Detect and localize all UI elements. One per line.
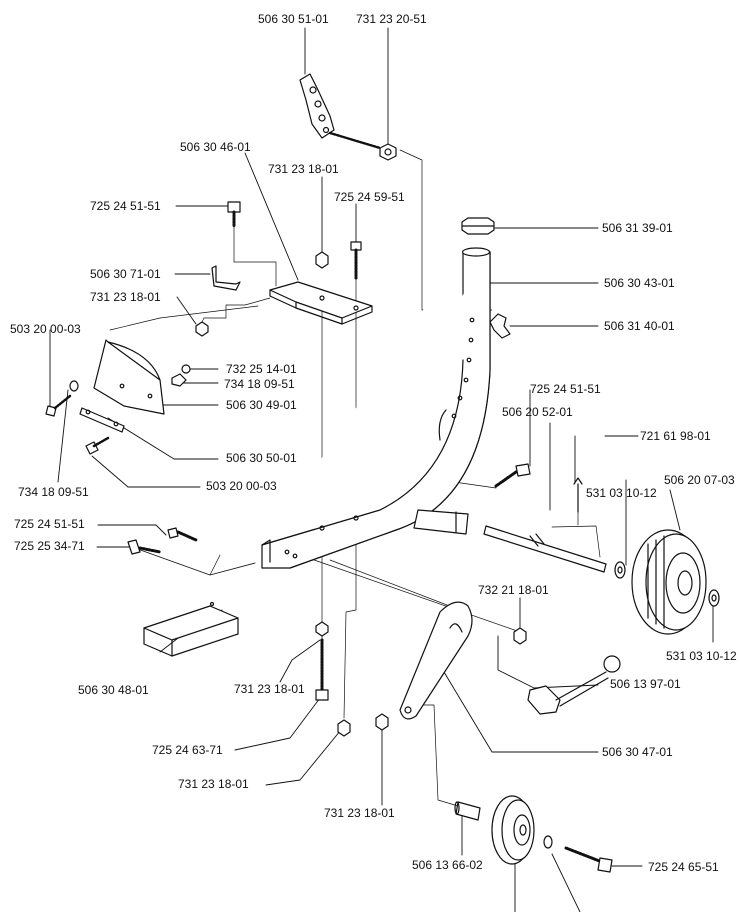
part-mounting-plate xyxy=(269,281,373,325)
label-part-725-25-34-71: 725 25 34-71 xyxy=(14,539,85,553)
part-small-wheel-bolt xyxy=(564,846,613,873)
part-plate-screw xyxy=(350,241,362,280)
label-part-725-24-51-51-c: 725 24 51-51 xyxy=(14,517,85,531)
label-part-734-18-09-51-b: 734 18 09-51 xyxy=(18,485,89,499)
part-side-bolt-upper xyxy=(167,527,198,542)
part-axle xyxy=(483,525,607,573)
part-arm-nut xyxy=(375,713,389,731)
label-part-725-24-65-51: 725 24 65-51 xyxy=(648,860,719,874)
part-plate-bolt xyxy=(227,201,241,228)
part-short-tube xyxy=(413,509,469,535)
part-pivot-arm xyxy=(399,601,473,720)
label-part-721-61-98-01: 721 61 98-01 xyxy=(640,429,711,443)
label-part-734-18-09-51-a: 734 18 09-51 xyxy=(224,377,295,391)
label-part-503-20-00-03-b: 503 20 00-03 xyxy=(206,479,277,493)
part-lower-rod xyxy=(315,638,329,701)
part-handle-cap xyxy=(461,217,495,235)
part-axle-bolt xyxy=(494,463,531,488)
label-part-506-13-66-02: 506 13 66-02 xyxy=(412,858,483,872)
part-wing-knob xyxy=(489,313,511,339)
label-part-731-23-18-01-e: 731 23 18-01 xyxy=(324,806,395,820)
label-part-531-03-10-12-a: 531 03 10-12 xyxy=(586,486,657,500)
part-side-bolt-lower xyxy=(127,539,162,555)
label-part-506-30-71-01: 506 30 71-01 xyxy=(90,267,161,281)
part-shield-screw xyxy=(171,364,191,387)
part-flat-strip xyxy=(79,407,125,433)
part-handle-lever xyxy=(527,655,621,715)
label-part-506-20-52-01: 506 20 52-01 xyxy=(502,405,573,419)
label-part-725-24-59-51: 725 24 59-51 xyxy=(334,190,405,204)
part-small-wheel-washer xyxy=(543,835,553,849)
label-part-506-31-39-01: 506 31 39-01 xyxy=(602,221,673,235)
label-part-732-25-14-01: 732 25 14-01 xyxy=(226,362,297,376)
part-foot-block xyxy=(143,601,239,657)
label-part-506-30-50-01: 506 30 50-01 xyxy=(226,451,297,465)
part-strip-screw xyxy=(85,436,110,455)
label-part-731-23-18-01-c: 731 23 18-01 xyxy=(234,682,305,696)
part-small-wheel xyxy=(491,795,535,865)
label-part-506-13-97-01: 506 13 97-01 xyxy=(610,677,681,691)
part-main-tube xyxy=(261,247,491,569)
label-part-732-21-18-01: 732 21 18-01 xyxy=(478,583,549,597)
part-split-pin xyxy=(573,477,583,513)
part-clip-nut xyxy=(195,321,209,337)
label-part-725-24-63-71: 725 24 63-71 xyxy=(152,743,223,757)
label-part-731-23-18-01-d: 731 23 18-01 xyxy=(178,777,249,791)
part-top-nut xyxy=(379,143,397,161)
part-pivot-nut xyxy=(513,627,527,645)
part-lower-nut-upper xyxy=(315,621,329,637)
part-wheel-washer xyxy=(708,589,720,607)
part-small-clip xyxy=(211,265,241,291)
part-plate-nut xyxy=(315,251,329,269)
label-part-506-30-43-01: 506 30 43-01 xyxy=(604,276,675,290)
part-washer-large xyxy=(614,561,626,579)
part-bottom-nut xyxy=(337,719,351,737)
label-part-503-20-00-03-a: 503 20 00-03 xyxy=(10,322,81,336)
label-part-506-20-07-03: 506 20 07-03 xyxy=(664,473,735,487)
part-small-washer xyxy=(69,380,79,392)
part-long-screw xyxy=(45,394,72,417)
label-part-506-30-51-01: 506 30 51-01 xyxy=(258,12,329,26)
part-shield-plate xyxy=(93,339,165,415)
label-part-506-30-49-01: 506 30 49-01 xyxy=(226,398,297,412)
label-part-731-23-18-01-a: 731 23 18-01 xyxy=(268,162,339,176)
label-part-506-31-40-01: 506 31 40-01 xyxy=(604,319,675,333)
part-spacer xyxy=(454,801,481,821)
label-part-731-23-20-51: 731 23 20-51 xyxy=(356,12,427,26)
label-part-731-23-18-01-b: 731 23 18-01 xyxy=(90,290,161,304)
part-adjuster-bracket xyxy=(299,73,382,150)
assembly-lines xyxy=(109,149,601,807)
label-part-506-30-46-01: 506 30 46-01 xyxy=(180,140,251,154)
label-part-725-24-51-51-a: 725 24 51-51 xyxy=(90,199,161,213)
label-part-725-24-51-51-b: 725 24 51-51 xyxy=(530,382,601,396)
label-part-506-30-47-01: 506 30 47-01 xyxy=(602,745,673,759)
part-large-wheel xyxy=(631,529,707,635)
label-part-506-30-48-01: 506 30 48-01 xyxy=(78,683,149,697)
label-part-531-03-10-12-b: 531 03 10-12 xyxy=(666,649,737,663)
